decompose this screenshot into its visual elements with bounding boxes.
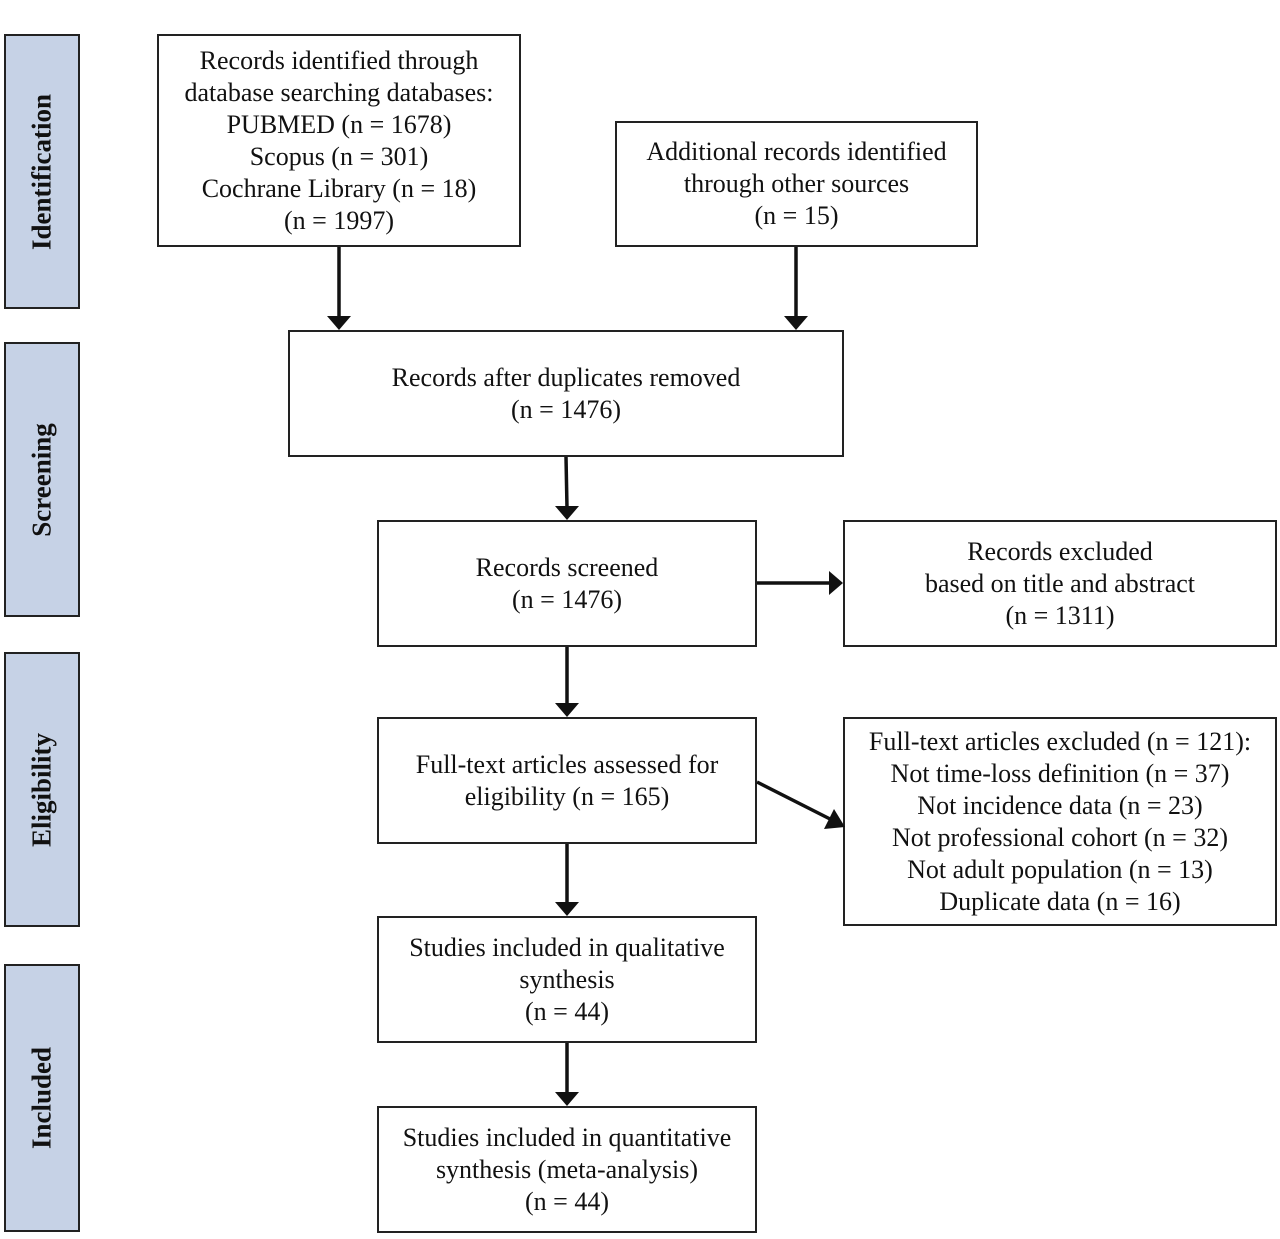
phase-eligibility: Eligibility: [4, 652, 80, 927]
fulltext-excluded-line-1: Full-text articles excluded (n = 121):: [868, 726, 1252, 756]
qualitative-line-1: Studies included in qualitative: [409, 932, 725, 962]
quantitative-line-3: (n = 44): [525, 1186, 609, 1216]
phase-identification-label: Identification: [26, 93, 57, 250]
fulltext-excluded-line-6: Duplicate data (n = 16): [939, 886, 1181, 916]
fulltext-excluded-box: Full-text articles excluded (n = 121): N…: [843, 717, 1277, 926]
arrowhead-7: [555, 902, 579, 916]
arrow-duplicates-to-screened: [564, 456, 569, 509]
database-search-line-6: (n = 1997): [284, 205, 394, 235]
quantitative-line-2: synthesis (meta-analysis): [435, 1154, 699, 1184]
fulltext-excluded-line-4: Not professional cohort (n = 32): [892, 822, 1228, 852]
qualitative-line-2: synthesis: [519, 964, 615, 994]
phase-included-label: Included: [26, 1046, 57, 1150]
database-search-line-3: PUBMED (n = 1678): [226, 109, 452, 139]
arrow-assessed-to-fulltext-excluded: [756, 780, 833, 822]
database-search-line-4: Scopus (n = 301): [249, 141, 429, 171]
arrowhead-1: [327, 316, 351, 330]
other-sources-box: Additional records identified through ot…: [615, 121, 978, 247]
fulltext-assessed-line-2: eligibility (n = 165): [464, 781, 670, 811]
database-search-line-2: database searching databases:: [184, 77, 494, 107]
phase-screening-label: Screening: [26, 422, 57, 537]
database-search-line-1: Records identified through: [199, 45, 479, 75]
fulltext-excluded-line-5: Not adult population (n = 13): [907, 854, 1213, 884]
phase-screening: Screening: [4, 342, 80, 617]
records-screened-line-1: Records screened: [475, 552, 659, 582]
phase-included: Included: [4, 964, 80, 1232]
quantitative-synthesis-box: Studies included in quantitative synthes…: [377, 1106, 757, 1233]
duplicates-removed-line-2: (n = 1476): [511, 394, 621, 424]
records-excluded-line-1: Records excluded: [967, 536, 1153, 566]
database-search-box: Records identified through database sear…: [157, 34, 521, 247]
arrowhead-6: [824, 809, 845, 829]
arrowhead-2: [784, 316, 808, 330]
arrowhead-3: [555, 506, 579, 520]
other-sources-line-2: through other sources: [683, 169, 910, 198]
records-screened-box: Records screened (n = 1476): [377, 520, 757, 647]
phase-eligibility-label: Eligibility: [26, 732, 57, 847]
records-excluded-line-3: (n = 1311): [1005, 600, 1115, 630]
duplicates-removed-box: Records after duplicates removed (n = 14…: [288, 330, 844, 457]
arrowhead-5: [555, 703, 579, 717]
fulltext-excluded-line-2: Not time-loss definition (n = 37): [890, 758, 1230, 788]
records-screened-line-2: (n = 1476): [512, 584, 622, 614]
phase-identification: Identification: [4, 34, 80, 309]
database-search-line-5: Cochrane Library (n = 18): [201, 173, 477, 203]
records-excluded-line-2: based on title and abstract: [924, 568, 1196, 598]
arrowhead-8: [555, 1092, 579, 1106]
records-excluded-box: Records excluded based on title and abst…: [843, 520, 1277, 647]
arrowhead-4: [829, 571, 843, 595]
qualitative-line-3: (n = 44): [525, 996, 609, 1026]
other-sources-line-3: (n = 15): [754, 201, 839, 230]
fulltext-assessed-line-1: Full-text articles assessed for: [415, 749, 719, 779]
fulltext-excluded-line-3: Not incidence data (n = 23): [917, 790, 1203, 820]
other-sources-line-1: Additional records identified: [646, 137, 947, 166]
fulltext-assessed-box: Full-text articles assessed for eligibil…: [377, 717, 757, 844]
qualitative-synthesis-box: Studies included in qualitative synthesi…: [377, 916, 757, 1043]
duplicates-removed-line-1: Records after duplicates removed: [391, 362, 741, 392]
quantitative-line-1: Studies included in quantitative: [402, 1122, 732, 1152]
